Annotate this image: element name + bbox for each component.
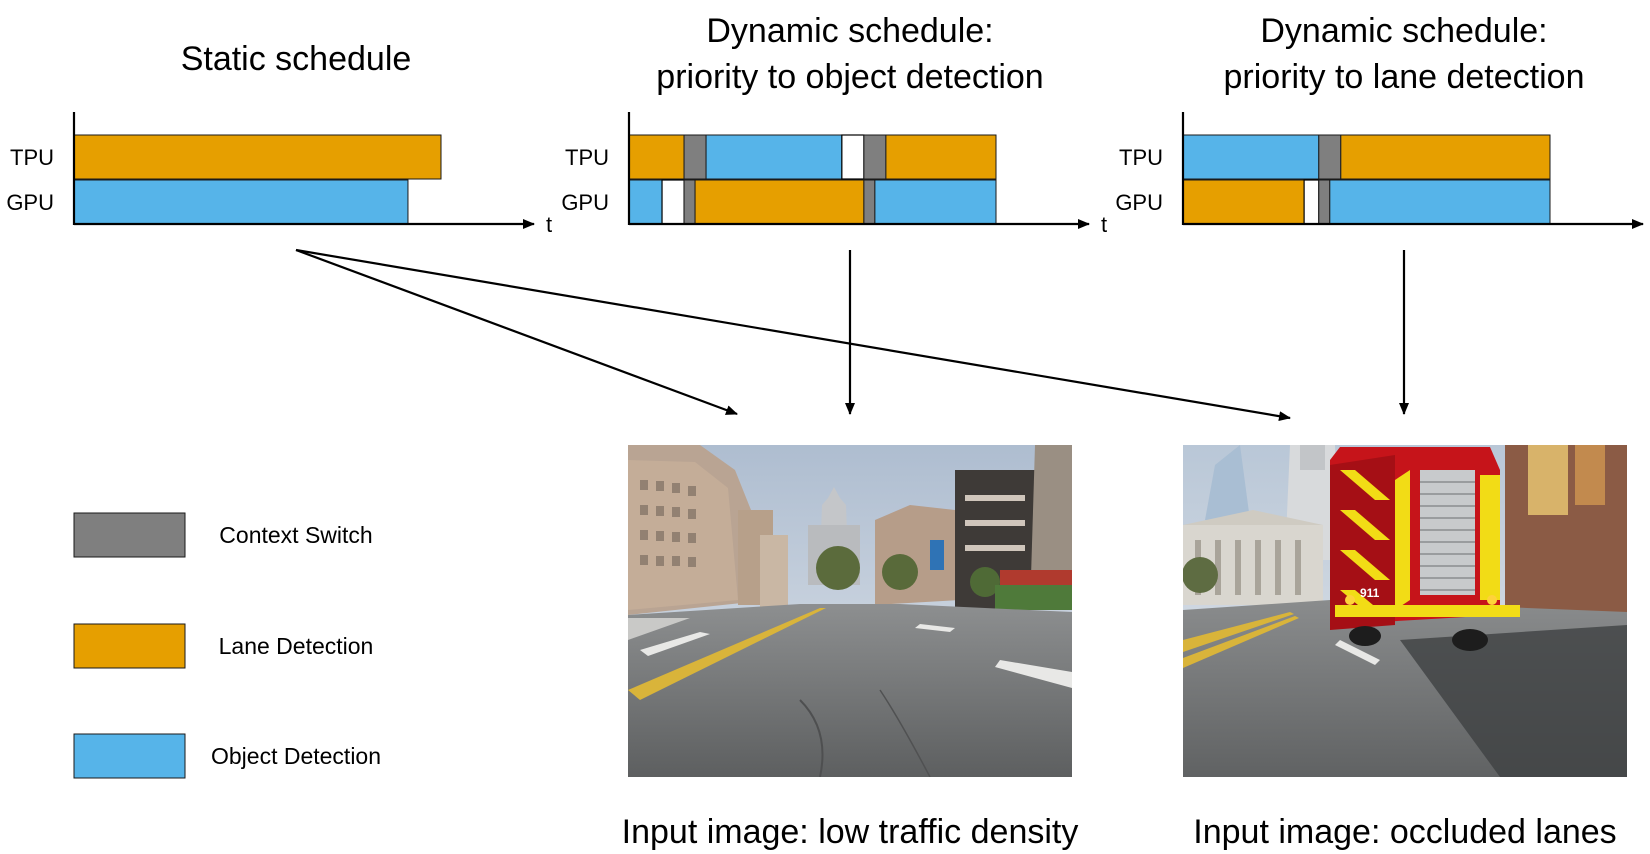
panel-1-tpu-segment-1-context-switch [683,134,707,180]
panel-0-tpu-segment-0-lane-detection [73,134,442,180]
panel-2-tpu-segment-1-context-switch [1318,134,1342,180]
panel-1-tpu-segment-4-context-switch [863,134,887,180]
input-image-occluded-lanes: 911 [1183,445,1627,777]
fire-truck-scene: 911 [1183,445,1627,777]
legend-label-context-switch: Context Switch [219,522,372,548]
arrow-static-to-image-1 [295,248,738,416]
panel-2-gpu-segment-1-idle [1303,179,1320,225]
panel-2-gpu-segment-0-lane-detection [1182,179,1305,225]
panel-0-time-axis-label: t [546,212,552,237]
panel-1-time-axis-label: t [1101,212,1107,237]
panel-2-tpu-segment-2-lane-detection [1340,134,1551,180]
panel-2-tpu-segment-0-object-detection [1182,134,1320,180]
connector-arrows [295,248,1409,422]
panel-1-gpu-segment-4-context-switch [863,179,876,225]
panel-0-title-line-0: Static schedule [181,40,412,78]
input-image-low-traffic [628,445,1072,777]
panel-1-gpu-segment-0-object-detection [628,179,663,225]
legend-swatch-object-detection [73,733,186,779]
panel-1-gpu-segment-5-object-detection [874,179,997,225]
arrow-static-to-image-2 [295,248,1291,422]
panel-0-gpu-segment-0-object-detection [73,179,409,225]
panel-1-gpu-segment-2-context-switch [683,179,696,225]
panel-2-gpu-segment-3-object-detection [1329,179,1551,225]
panel-0-processor-label-tpu: TPU [10,145,54,170]
panel-1-processor-label-gpu: GPU [561,190,609,215]
panel-1-tpu-segment-0-lane-detection [628,134,685,180]
panel-2-title-line-1: priority to lane detection [1224,58,1585,96]
panel-0-processor-label-gpu: GPU [6,190,54,215]
dynamic-schedule-object-priority-panel: Dynamic schedule: priority to object dete… [561,12,1107,237]
panel-1-tpu-segment-5-lane-detection [885,134,997,180]
panel-1-tpu-segment-2-object-detection [705,134,843,180]
panel-2-processor-label-tpu: TPU [1119,145,1163,170]
legend-label-object-detection: Object Detection [211,743,381,769]
caption-image-low-traffic: Input image: low traffic density [622,813,1079,851]
panel-1-tpu-segment-3-idle [841,134,865,180]
panel-1-gpu-segment-1-idle [661,179,685,225]
legend-label-lane-detection: Lane Detection [219,633,374,659]
panel-2-processor-label-gpu: GPU [1115,190,1163,215]
panel-2-title-line-0: Dynamic schedule: [1260,12,1547,50]
legend-swatch-context-switch [73,512,186,558]
panel-1-gpu-segment-3-lane-detection [694,179,865,225]
panel-2-gpu-segment-2-context-switch [1318,179,1331,225]
legend-swatch-lane-detection [73,623,186,669]
truck-number-label: 911 [1360,586,1380,600]
city-street-scene [628,445,1072,777]
panel-1-title-line-1: priority to object detection [656,58,1043,96]
panel-1-processor-label-tpu: TPU [565,145,609,170]
dynamic-schedule-lane-priority-panel: Dynamic schedule: priority to lane detect… [1115,12,1644,229]
panel-1-title-line-0: Dynamic schedule: [706,12,993,50]
caption-image-occluded-lanes: Input image: occluded lanes [1193,813,1616,851]
